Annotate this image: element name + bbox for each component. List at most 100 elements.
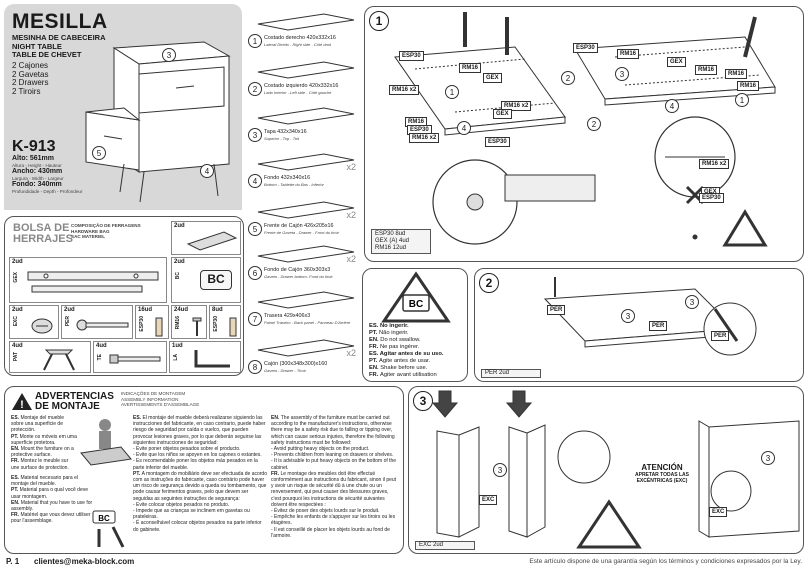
part-number: 5	[248, 222, 262, 236]
lang-text: - Il est conseillé de placer les objets …	[271, 526, 390, 539]
lang-code: PT.	[133, 470, 142, 477]
lang-paragraph: - It is advisable to put heavy objects o…	[271, 458, 399, 470]
part-name: Costado izquierdo 420x332x16	[264, 83, 339, 89]
lang-code: EN.	[11, 446, 21, 453]
lang-text: - É aconselhável colocar objetos pesados…	[133, 520, 262, 533]
lang-paragraph: PT. Monte os móveis em uma superfície pr…	[11, 434, 77, 446]
part-board-illustration	[257, 245, 355, 263]
part-translation: Painel Traseiro - Back panel - Panneau D…	[264, 320, 351, 325]
step-1-callout: 2	[587, 117, 601, 131]
part-translation: Lateral Direito - Right side - Côté droi…	[264, 42, 332, 47]
dim-height-trans: Altura - Height - Hauteur	[12, 162, 62, 168]
assembly-warnings-panel: ! ADVERTENCIAS DE MONTAJE INDICAÇÕES DE …	[4, 386, 404, 554]
lang-code: EN.	[271, 415, 281, 421]
hw-cell-te: 4ud TE	[93, 341, 167, 373]
hw-qty-la: 1ud	[172, 343, 183, 349]
hw-cell-per: 2ud PER	[61, 305, 133, 339]
cam-lock-icon	[31, 318, 53, 334]
bracket-icon	[186, 231, 238, 251]
hw-cell-rm16: 24ud RM16	[171, 305, 207, 339]
step-2-label-per-1: PER	[547, 305, 566, 315]
advert-col-es-pt: ES. El montaje del mueble deberá realiza…	[133, 415, 267, 533]
part-name: Trasera 429x406x3	[264, 313, 311, 319]
work-surface-illustration	[80, 419, 132, 466]
advert-tools-text: ES. Material necesario para el montaje d…	[11, 475, 95, 525]
step-1-label: RM16	[695, 65, 718, 75]
lang-text: Montez le meuble sur une surface de prot…	[11, 458, 69, 471]
part-board-illustration	[257, 107, 355, 125]
part-board-illustration	[257, 339, 355, 357]
step-1-label: RM16	[725, 69, 748, 79]
product-title: MESILLA	[12, 10, 108, 33]
step-2-callout-3b: 3	[685, 295, 699, 309]
cam-bolt-icon	[76, 319, 129, 331]
hardware-sub-fr: SAC MATERIEL	[71, 234, 106, 240]
lang-paragraph: EN. Mount the furniture on a protective …	[11, 446, 77, 458]
part-translation: Bottom - Tablette du Bas - Inferior	[264, 182, 324, 187]
page-number: P. 1	[6, 557, 20, 566]
hw-code-esp30: ESP30	[139, 316, 145, 332]
step-2-label-per-2: PER	[649, 321, 668, 331]
hw-code-bc: BC	[175, 272, 181, 280]
warranty-note: Este artículo dispone de una garantía se…	[529, 558, 802, 565]
lang-paragraph: - É aconselhável colocar objetos pesados…	[133, 520, 267, 532]
step-1-number: 1	[369, 11, 389, 31]
hw-cell-esp30: 16ud ESP30	[135, 305, 169, 339]
lang-text: Matériel que vous devez utiliser pour l'…	[11, 512, 91, 525]
hw-cell-bc: 2ud BC BC	[171, 257, 241, 303]
lang-paragraph: EN. Material that you have to use for as…	[11, 500, 95, 512]
lang-paragraph: PT. A montagem do mobiliário deve ser ef…	[133, 471, 267, 502]
hw-cell-block: 2ud	[171, 221, 241, 255]
hw-qty-esp30b: 8ud	[212, 307, 223, 313]
safety-badge-text: BC	[409, 299, 423, 310]
step-3-number: 3	[413, 391, 433, 411]
model-code: K-913	[12, 138, 56, 155]
step-1-label: RM16	[737, 81, 760, 91]
svg-text:BC: BC	[98, 514, 110, 523]
step-3-label-exc-2: EXC	[709, 507, 728, 517]
step-1-legend-gex: GEX (A) 4ud	[375, 238, 410, 244]
tools-illustration: BC	[92, 510, 125, 548]
lang-text: Monte os móveis em uma superfície protet…	[11, 433, 77, 446]
step-1-label: ESP30	[485, 137, 510, 147]
step-1-callout: 4	[457, 121, 471, 135]
part-number: 8	[248, 360, 262, 374]
step-2-number: 2	[479, 273, 499, 293]
dimensions: Alto: 561mm Altura - Height - Hauteur An…	[12, 155, 82, 194]
step-2-label-per-3: PER	[711, 331, 730, 341]
hw-qty-bc: 2ud	[174, 259, 185, 265]
part-board-illustration	[257, 153, 355, 171]
atencion-title: ATENCIÓN	[641, 463, 683, 472]
lang-paragraph: ES. Material necesario para el montaje d…	[11, 475, 95, 487]
contact-email[interactable]: clientes@meka-block.com	[34, 557, 135, 566]
bc-badge: BC	[200, 270, 232, 290]
part-number: 1	[248, 34, 262, 48]
step-1-callout: 2	[561, 71, 575, 85]
hw-qty-gex: 2ud	[12, 259, 23, 265]
lang-text: - Empêche les enfants de s'appuyer sur l…	[271, 514, 396, 527]
safety-line: PT. Não ingerir.	[369, 330, 409, 336]
subtitle-group: MESINHA DE CABECEIRA NIGHT TABLE TABLE D…	[12, 33, 105, 60]
part-translation: Frente de Gaveta - Drawer - Front du tir…	[264, 230, 339, 235]
lang-text: - It is advisable to put heavy objects o…	[271, 458, 397, 471]
hw-qty-pat: 4ud	[12, 343, 23, 349]
safety-line: FR. Ne pas ingérer.	[369, 344, 420, 350]
no-swallow-icon: BC	[381, 271, 451, 323]
hw-qty-exc: 2ud	[12, 307, 23, 313]
lang-text: Mount the furniture on a protective surf…	[11, 446, 74, 459]
part-board-illustration	[257, 291, 355, 309]
nightstand-illustration	[85, 41, 231, 203]
lang-text: - Avoid putting heavy objects on the pro…	[271, 446, 370, 453]
dim-width: Ancho: 430mm	[12, 168, 63, 176]
lang-code: FR.	[271, 470, 281, 477]
hw-code-la: LA	[173, 354, 179, 361]
step-1-label: ESP30	[699, 193, 724, 203]
lang-text: Montaje del mueble sobre una superficie …	[11, 415, 65, 434]
hw-cell-exc: 2ud EXC	[9, 305, 59, 339]
part-name: Costado derecho 420x332x16	[264, 35, 336, 41]
callout-3: 3	[162, 48, 176, 62]
drawer-en: 2 Drawers	[12, 78, 49, 87]
header-panel: MESILLA MESINHA DE CABECEIRA NIGHT TABLE…	[4, 4, 242, 210]
